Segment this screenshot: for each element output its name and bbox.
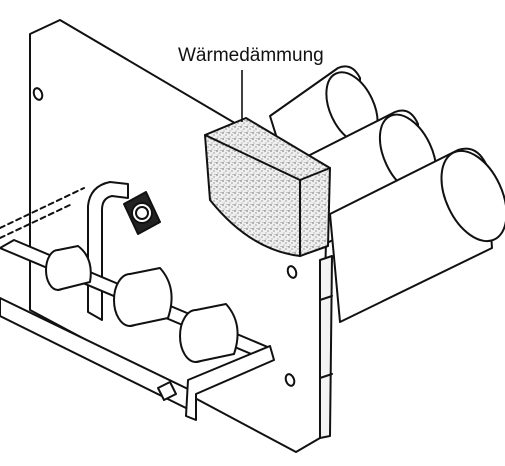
gas-nozzle [157,381,177,401]
plate-edge [319,255,333,439]
burner-cone-3 [179,303,239,363]
burner-cone-2 [113,267,173,327]
mounting-hole-2 [286,265,298,279]
cylinder-bottom [329,147,505,323]
burner-cone-1 [45,245,92,291]
support-angle [185,345,275,421]
insulation-block [204,117,331,257]
mounting-hole-1 [32,87,44,101]
hidden-lines [0,187,85,239]
insulation-label: Wärmedämmung [178,45,324,66]
viewing-window [123,191,161,235]
mounting-hole-3 [284,373,296,387]
